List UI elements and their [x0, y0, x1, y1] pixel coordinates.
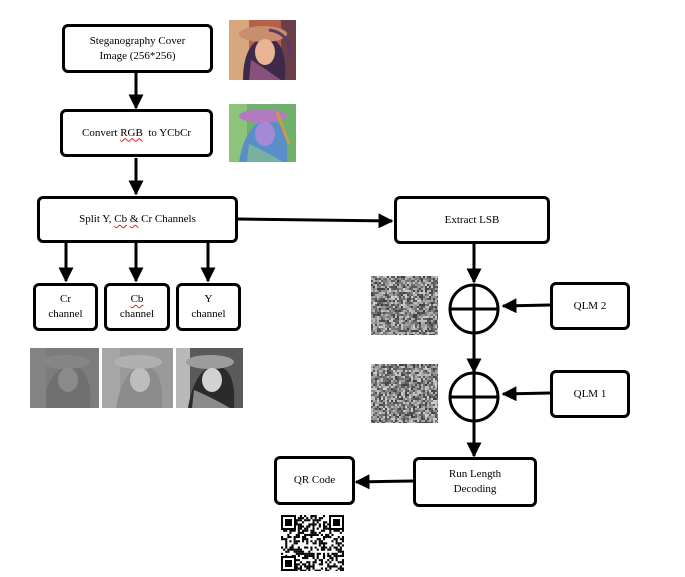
- noise-key-thumbnail-2: [371, 276, 438, 335]
- arrow-split-to-extract: [237, 213, 394, 229]
- cover-line1: Steganography Cover: [89, 34, 186, 47]
- y-channel-thumbnail: [176, 348, 243, 408]
- qlm1-box: QLM 1: [550, 370, 630, 418]
- qr-code-image: [281, 515, 344, 571]
- convert-pre: Convert: [81, 126, 121, 139]
- arrow-rle-to-qr: [354, 474, 414, 490]
- y-line2: channel: [191, 308, 226, 320]
- cr-line2: channel: [48, 308, 83, 320]
- rle-line2: Decoding: [453, 483, 497, 495]
- arrow-qlm1-to-xor1: [501, 386, 551, 402]
- split-amp: &: [129, 213, 139, 225]
- convert-rgb: RGB: [120, 126, 143, 139]
- qlm2-label: QLM 2: [573, 299, 607, 312]
- noise-key-thumbnail-1: [371, 364, 438, 423]
- cb-channel-thumbnail: [102, 348, 173, 408]
- y-channel-box: Y channel: [176, 283, 241, 331]
- qr-code-box: QR Code: [274, 456, 355, 505]
- cr-channel-box: Cr channel: [33, 283, 98, 331]
- split-box: Split Y, Cb & Cr Channels: [37, 196, 238, 243]
- ycbcr-image-thumbnail: [229, 104, 296, 162]
- cover-image-box: Steganography Cover Image (256*256): [62, 24, 213, 73]
- qlm2-box: QLM 2: [550, 282, 630, 330]
- cb-line2: channel: [119, 308, 155, 320]
- split-post: Cr Channels: [138, 213, 196, 225]
- arrow-qlm2-to-xor2: [501, 298, 551, 314]
- y-line1: Y: [204, 293, 213, 305]
- qr-label: QR Code: [293, 474, 336, 486]
- cover-line2: Image (256*256): [99, 49, 176, 62]
- cb-line1: Cb: [130, 293, 144, 305]
- xor-operator-1: [448, 283, 500, 335]
- convert-box: Convert RGB to YCbCr: [60, 109, 213, 157]
- cover-image-thumbnail: [229, 20, 296, 80]
- qlm1-label: QLM 1: [573, 387, 607, 400]
- extract-label: Extract LSB: [444, 213, 500, 226]
- split-pre: Split Y,: [79, 213, 115, 225]
- cr-line1: Cr: [59, 293, 71, 305]
- run-length-decoding-box: Run Length Decoding: [413, 457, 537, 507]
- extract-lsb-box: Extract LSB: [394, 196, 550, 244]
- cb-channel-box: Cb channel: [104, 283, 170, 331]
- split-cb: Cb: [114, 213, 128, 225]
- xor-operator-2: [448, 371, 500, 423]
- rle-line1: Run Length: [448, 468, 502, 480]
- cr-channel-thumbnail: [30, 348, 99, 408]
- convert-post: to YCbCr: [142, 126, 191, 139]
